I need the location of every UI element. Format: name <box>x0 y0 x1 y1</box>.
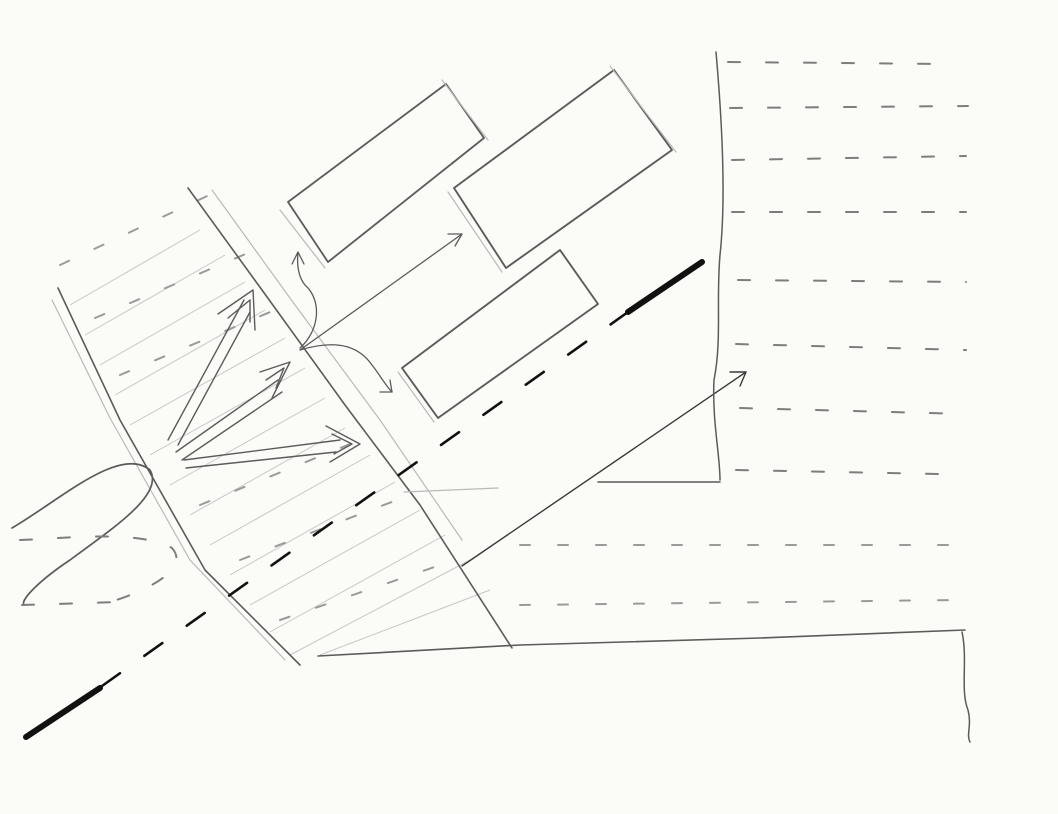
access-arrow-north-head <box>291 251 305 265</box>
field-east-edge <box>961 631 971 743</box>
access-arrow-north <box>296 251 318 349</box>
access-arrows <box>291 233 463 393</box>
long-arrow-head <box>729 371 747 387</box>
band-right-edge-outer <box>211 189 463 541</box>
axis-end-southwest <box>23 685 103 740</box>
field-row-2 <box>729 105 969 109</box>
field-boundary <box>403 51 971 743</box>
flow-arrows <box>167 289 361 469</box>
flow-arrow-middle <box>175 361 291 461</box>
building-bottom <box>397 249 599 423</box>
field-row-5 <box>737 279 967 283</box>
field-row-8 <box>735 469 939 475</box>
access-arrow-east <box>299 344 393 393</box>
axis-dashed <box>100 310 630 688</box>
field-south-edge-ext <box>403 487 499 493</box>
field-row-3 <box>731 155 967 161</box>
long-arrow-shaft <box>461 371 747 567</box>
axis-end-northeast <box>625 259 705 315</box>
access-arrow-northeast-head <box>447 233 463 247</box>
access-arrow-east-head <box>379 379 393 393</box>
band-hatching <box>69 229 491 656</box>
left-loop <box>11 463 178 606</box>
field-west-edge <box>712 51 724 481</box>
axis-line <box>23 259 705 740</box>
band-dashes <box>59 189 456 621</box>
loop-outline <box>11 463 154 606</box>
buildings <box>279 65 677 423</box>
flow-arrow-lower <box>183 425 361 469</box>
band-bottom-edge <box>317 629 966 657</box>
loop-dashed-upper <box>19 535 178 603</box>
field-row-1 <box>727 61 951 65</box>
field-row-7 <box>739 407 967 415</box>
building-top-left <box>279 79 489 269</box>
field-row-10 <box>519 599 956 606</box>
band-right-edge <box>187 187 513 649</box>
building-top-right <box>447 65 677 273</box>
flow-arrow-upper <box>167 289 256 446</box>
hatched-band <box>51 187 966 666</box>
band-left-edge <box>57 287 301 666</box>
field-rows <box>519 61 969 606</box>
field-row-6 <box>735 343 967 351</box>
access-arrow-northeast <box>299 233 463 351</box>
long-arrow <box>461 371 747 567</box>
loop-dashed-lower <box>21 601 121 606</box>
